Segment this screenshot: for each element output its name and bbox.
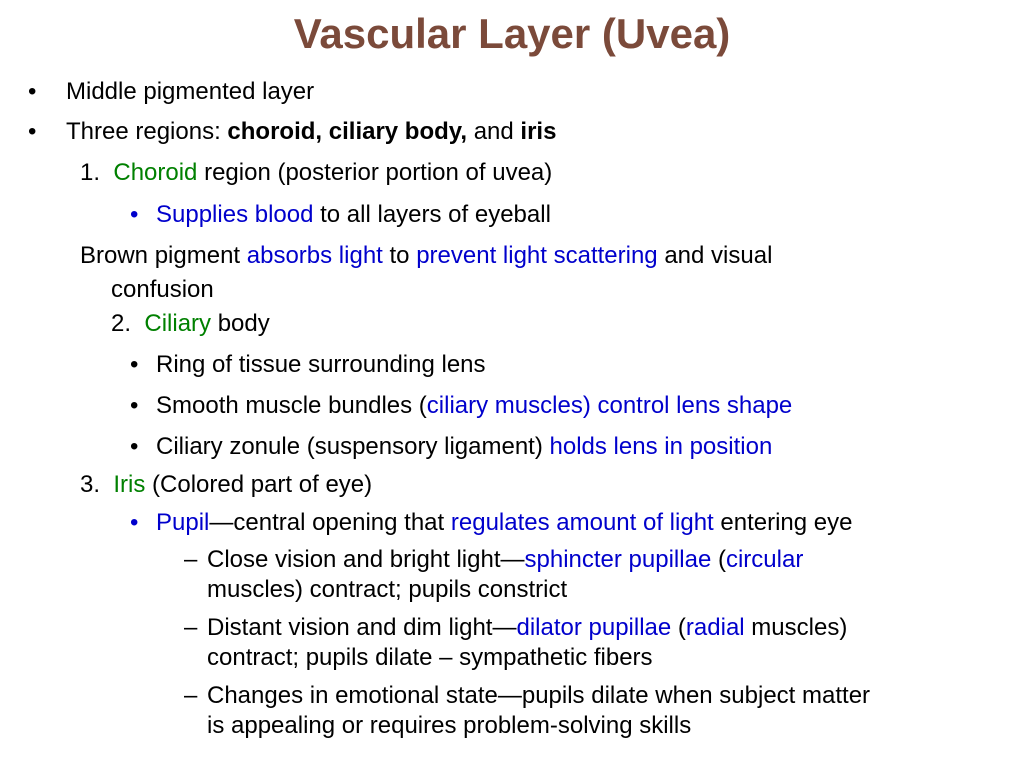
distant-muscles: muscles): [744, 614, 848, 641]
supplies-blood-highlight: Supplies blood: [156, 201, 314, 228]
sub-bullet-marker: •: [130, 392, 139, 419]
iris-rest: (Colored part of eye): [145, 471, 373, 498]
iris-pupil: Pupil—central opening that regulates amo…: [156, 508, 852, 538]
ciliary-smooth-muscle: Smooth muscle bundles (ciliary muscles) …: [156, 391, 792, 421]
emotional-state-line2: is appealing or requires problem-solving…: [207, 712, 692, 739]
bullet-marker: •: [28, 78, 37, 105]
emotional-state-line1: Changes in emotional state—pupils dilate…: [207, 682, 871, 709]
bullet-marker: •: [28, 118, 37, 145]
ciliary-zonule: Ciliary zonule (suspensory ligament) hol…: [156, 432, 772, 462]
item-choroid: 1. Choroid region (posterior portion of …: [80, 158, 552, 188]
bullet-middle-pigmented-layer: Middle pigmented layer: [66, 77, 314, 107]
brown-pigment-line2: confusion: [111, 276, 214, 303]
close-vision-line1: Close vision and bright light—sphincter …: [207, 545, 803, 575]
regions-bold-choroid-ciliary: choroid, ciliary body,: [227, 118, 468, 145]
brown-and-visual: and visual: [657, 242, 773, 269]
pupil-entering-eye: entering eye: [713, 509, 853, 536]
sub-bullet-marker: •: [130, 351, 139, 378]
sub-bullet-marker: •: [130, 201, 139, 228]
sub-bullet-marker: •: [130, 433, 139, 460]
ciliary-muscles-highlight: ciliary muscles) control lens shape: [426, 392, 793, 419]
bullet-three-regions: Three regions: choroid, ciliary body, an…: [66, 117, 556, 147]
regulates-light-highlight: regulates amount of light: [450, 509, 714, 536]
dilator-pupillae-highlight: dilator pupillae: [516, 614, 672, 641]
distant-vision-line2: contract; pupils dilate – sympathetic fi…: [207, 644, 653, 671]
brown-pigment-line1: Brown pigment absorbs light to prevent l…: [80, 241, 772, 271]
ciliary-rest: body: [211, 310, 270, 337]
regions-bold-iris: iris: [520, 118, 557, 145]
ciliary-ring-of-tissue: Ring of tissue surrounding lens: [156, 350, 486, 380]
close-vision-text: Close vision and bright light—: [207, 546, 525, 573]
dash-marker: –: [184, 546, 198, 573]
radial-highlight: radial: [685, 614, 745, 641]
bullet-text: Middle pigmented layer: [66, 78, 315, 105]
holds-lens-highlight: holds lens in position: [549, 433, 773, 460]
close-vision-line2: muscles) contract; pupils constrict: [207, 576, 568, 603]
regions-and: and: [467, 118, 521, 145]
smooth-muscle-text: Smooth muscle bundles (: [156, 392, 427, 419]
sphincter-pupillae-highlight: sphincter pupillae: [524, 546, 712, 573]
brown-to: to: [382, 242, 417, 269]
ring-text: Ring of tissue surrounding lens: [156, 351, 486, 378]
three-regions-prefix: Three regions:: [66, 118, 228, 145]
choroid-description: region (posterior portion of uvea): [197, 159, 553, 186]
distant-paren: (: [671, 614, 686, 641]
dash-marker: –: [184, 682, 198, 709]
iris-name: Iris: [113, 471, 146, 498]
choroid-name: Choroid: [113, 159, 198, 186]
pupil-text: —central opening that: [209, 509, 451, 536]
absorbs-light-highlight: absorbs light: [246, 242, 383, 269]
choroid-supplies-blood: Supplies blood to all layers of eyeball: [156, 200, 551, 230]
distant-vision-text: Distant vision and dim light—: [207, 614, 517, 641]
slide-title: Vascular Layer (Uvea): [293, 10, 731, 57]
item-ciliary-body: 2. Ciliary body: [111, 309, 270, 339]
dash-marker: –: [184, 614, 198, 641]
distant-vision-line1: Distant vision and dim light—dilator pup…: [207, 613, 847, 643]
prevent-scattering-highlight: prevent light scattering: [416, 242, 658, 269]
brown-pigment-text: Brown pigment: [80, 242, 247, 269]
choroid-number: 1.: [80, 159, 101, 186]
ciliary-name: Ciliary: [144, 310, 212, 337]
iris-number: 3.: [80, 471, 101, 498]
item-iris: 3. Iris (Colored part of eye): [80, 470, 372, 500]
zonule-text: Ciliary zonule (suspensory ligament): [156, 433, 550, 460]
supplies-blood-rest: to all layers of eyeball: [313, 201, 551, 228]
circular-highlight: circular: [725, 546, 804, 573]
sub-bullet-marker: •: [130, 509, 139, 536]
close-paren: (: [711, 546, 726, 573]
pupil-highlight: Pupil: [156, 509, 210, 536]
ciliary-number: 2.: [111, 310, 132, 337]
